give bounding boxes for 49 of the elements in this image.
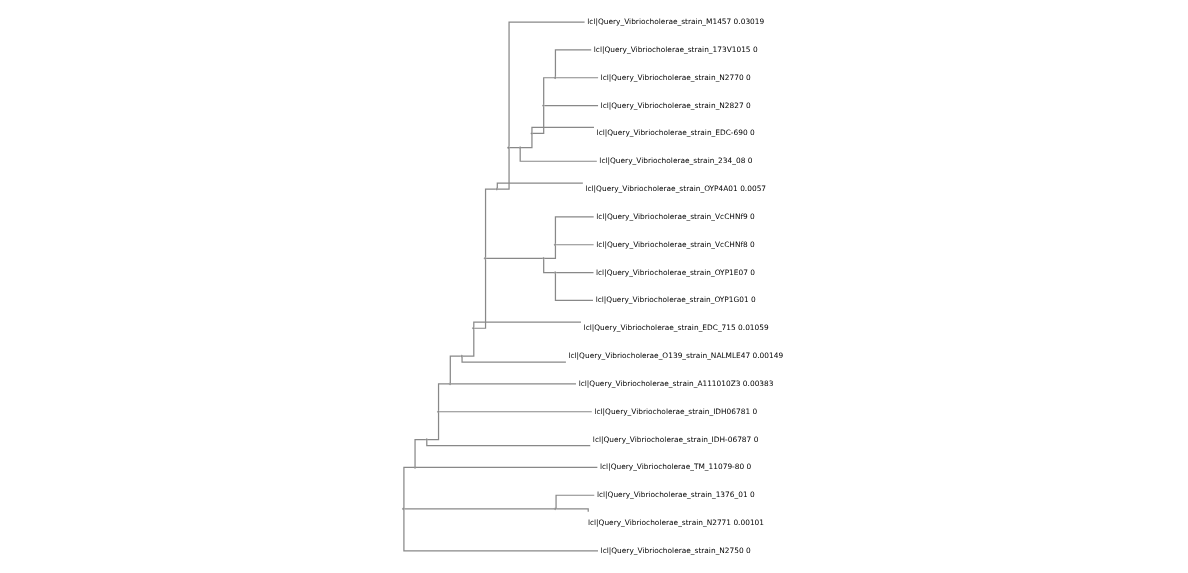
connector xyxy=(519,147,598,162)
connector xyxy=(473,258,487,329)
connector xyxy=(554,49,592,78)
connector xyxy=(543,245,557,259)
node-point xyxy=(437,410,440,413)
node-point xyxy=(483,257,487,260)
connector xyxy=(485,257,544,259)
connector xyxy=(497,147,510,190)
node-point xyxy=(495,187,498,191)
connector xyxy=(531,126,595,134)
connector xyxy=(520,133,533,149)
node-point xyxy=(542,257,545,260)
node-point xyxy=(448,382,452,386)
node-point xyxy=(542,104,545,107)
node-point xyxy=(553,271,557,274)
connector xyxy=(415,466,598,469)
node-point xyxy=(553,76,557,79)
node-point xyxy=(413,466,417,469)
node-point xyxy=(472,327,475,330)
connector xyxy=(438,411,593,413)
connector xyxy=(543,258,555,274)
connector xyxy=(450,383,577,385)
node-point xyxy=(402,507,405,511)
node-point xyxy=(518,146,522,149)
connector xyxy=(544,104,599,107)
node-point xyxy=(460,354,463,358)
connector xyxy=(555,271,595,274)
node-point xyxy=(425,438,428,441)
connector xyxy=(554,272,594,302)
connector xyxy=(496,182,584,189)
node-point xyxy=(553,243,557,246)
connector xyxy=(462,328,475,357)
connector xyxy=(554,216,595,245)
connector xyxy=(532,105,545,135)
connector xyxy=(555,77,599,79)
connector xyxy=(437,383,450,412)
connector xyxy=(403,466,415,509)
connector xyxy=(555,244,595,246)
connector xyxy=(427,412,440,441)
connector xyxy=(543,77,555,106)
connector xyxy=(426,439,591,447)
connector xyxy=(484,188,497,259)
connector xyxy=(449,355,462,384)
connector xyxy=(473,321,582,328)
node-point xyxy=(507,146,510,149)
connector xyxy=(461,356,567,363)
connector xyxy=(414,438,427,468)
node-point xyxy=(530,132,533,135)
node-point xyxy=(553,507,557,511)
